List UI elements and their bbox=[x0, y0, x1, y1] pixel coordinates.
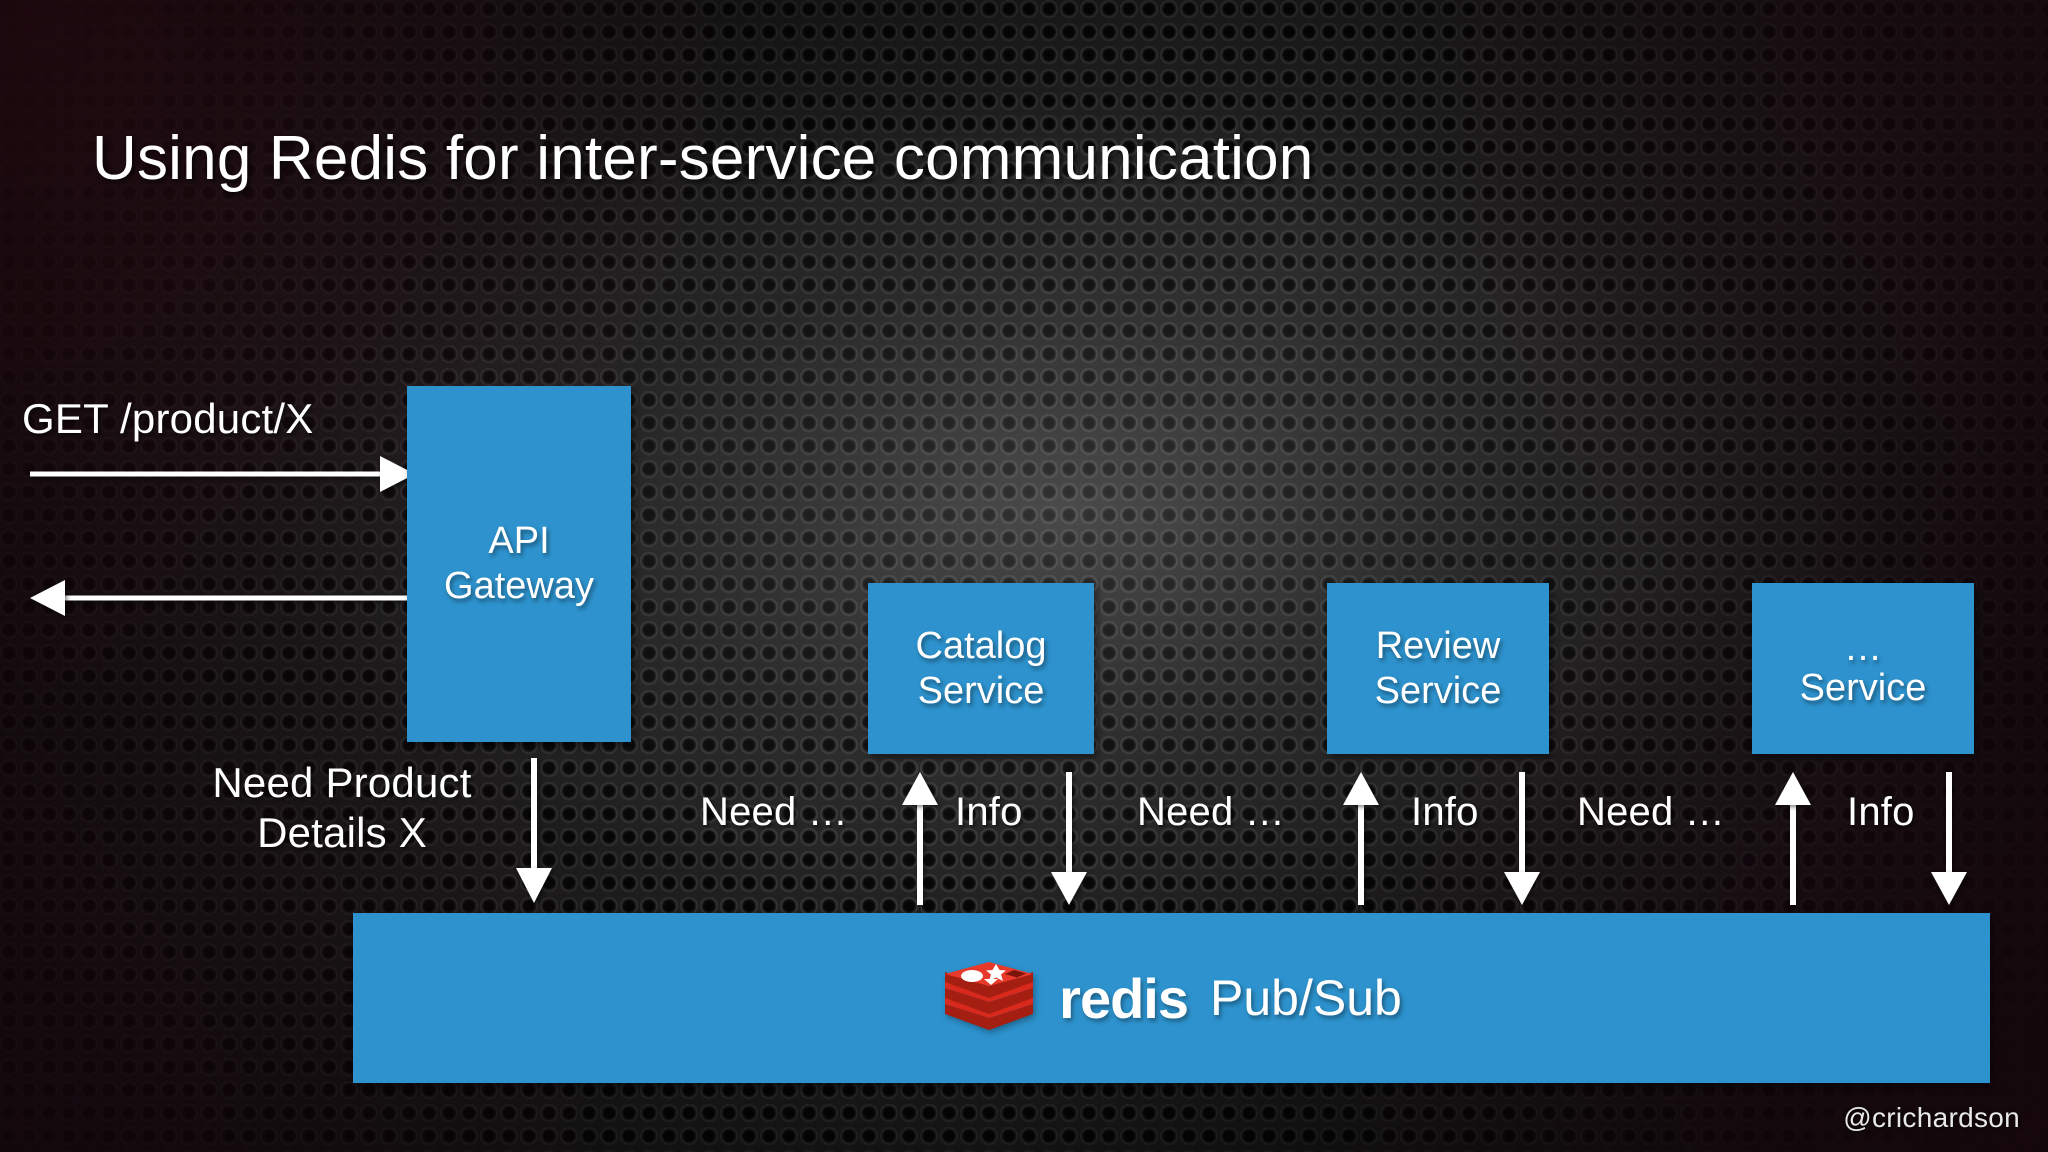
redis-wordmark: redis bbox=[1059, 966, 1189, 1030]
other-service-label: … Service bbox=[1799, 626, 1927, 709]
other-need-label: Need … bbox=[1577, 790, 1725, 834]
slide-title: Using Redis for inter-service communicat… bbox=[92, 124, 1314, 193]
catalog-need-label: Need … bbox=[700, 790, 848, 834]
other-service-box[interactable]: … Service bbox=[1752, 583, 1974, 754]
review-info-label: Info bbox=[1411, 790, 1479, 834]
redis-pubsub-label: Pub/Sub bbox=[1210, 970, 1402, 1026]
redis-stack-logo-icon bbox=[945, 962, 1034, 1030]
review-need-label: Need … bbox=[1137, 790, 1285, 834]
catalog-info-label: Info bbox=[955, 790, 1023, 834]
catalog-service-label: Catalog Service bbox=[915, 624, 1047, 712]
api-gateway-box[interactable]: API Gateway bbox=[407, 386, 631, 742]
author-handle: @crichardson bbox=[1843, 1102, 2020, 1133]
other-info-label: Info bbox=[1847, 790, 1915, 834]
review-service-label: Review Service bbox=[1374, 624, 1502, 712]
api-gateway-label: API Gateway bbox=[444, 520, 594, 607]
gateway-publish-label: Need Product Details X bbox=[212, 759, 472, 856]
redis-pubsub-bar[interactable]: redis Pub/Sub bbox=[353, 913, 1990, 1083]
request-label: GET /product/X bbox=[22, 395, 314, 442]
review-service-box[interactable]: Review Service bbox=[1327, 583, 1549, 754]
catalog-service-box[interactable]: Catalog Service bbox=[868, 583, 1094, 754]
